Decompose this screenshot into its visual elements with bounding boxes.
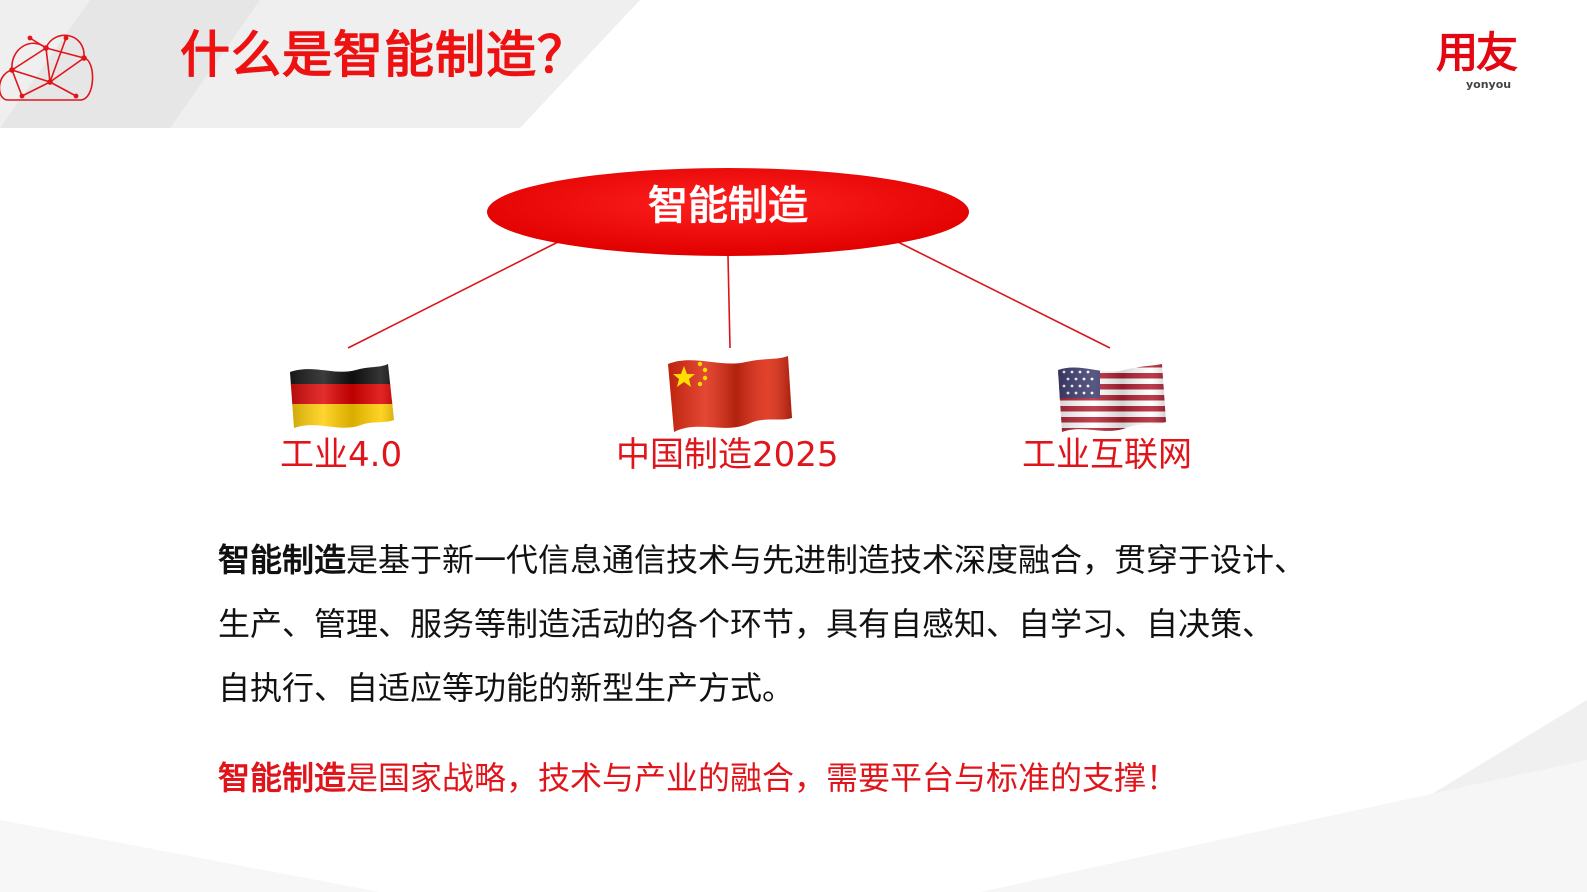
brand-subtitle: yonyou bbox=[1466, 78, 1512, 91]
connector-line-center bbox=[727, 255, 731, 349]
brand-logo: 用友 yonyou bbox=[1436, 32, 1536, 96]
page-title: 什么是智能制造？ bbox=[180, 26, 588, 84]
conclusion-term: 智能制造 bbox=[218, 759, 347, 797]
cloud-network-icon bbox=[0, 34, 94, 101]
definition-term: 智能制造 bbox=[218, 541, 347, 579]
definition-paragraph: 智能制造是基于新一代信息通信技术与先进制造技术深度融合，贯穿于设计、 生产、管理… bbox=[218, 528, 1418, 720]
definition-line-2: 生产、管理、服务等制造活动的各个环节，具有自感知、自学习、自决策、 bbox=[218, 605, 1275, 643]
definition-line-1: 智能制造是基于新一代信息通信技术与先进制造技术深度融合，贯穿于设计、 bbox=[218, 528, 1418, 592]
center-label: 智能制造 bbox=[648, 183, 808, 229]
conclusion-text: 是国家战略，技术与产业的融合，需要平台与标准的支撑！ bbox=[346, 759, 1179, 797]
definition-line-3: 自执行、自适应等功能的新型生产方式。 bbox=[218, 669, 795, 707]
connector-line-right bbox=[897, 241, 1111, 349]
connector-line-left bbox=[347, 241, 559, 349]
germany-flag-icon bbox=[290, 364, 394, 428]
conclusion-paragraph: 智能制造是国家战略，技术与产业的融合，需要平台与标准的支撑！ bbox=[218, 756, 1418, 800]
center-ellipse bbox=[487, 168, 969, 256]
china-flag-icon bbox=[668, 356, 792, 432]
definition-text-1: 是基于新一代信息通信技术与先进制造技术深度融合，贯穿于设计、 bbox=[346, 541, 1307, 579]
node-label-made-in-china-2025: 中国制造2025 bbox=[616, 435, 839, 475]
brand-name: 用友 bbox=[1436, 28, 1518, 77]
usa-flag-icon bbox=[1058, 364, 1166, 432]
node-label-industrial-internet: 工业互联网 bbox=[1022, 435, 1192, 475]
node-label-industry40: 工业4.0 bbox=[280, 435, 403, 475]
